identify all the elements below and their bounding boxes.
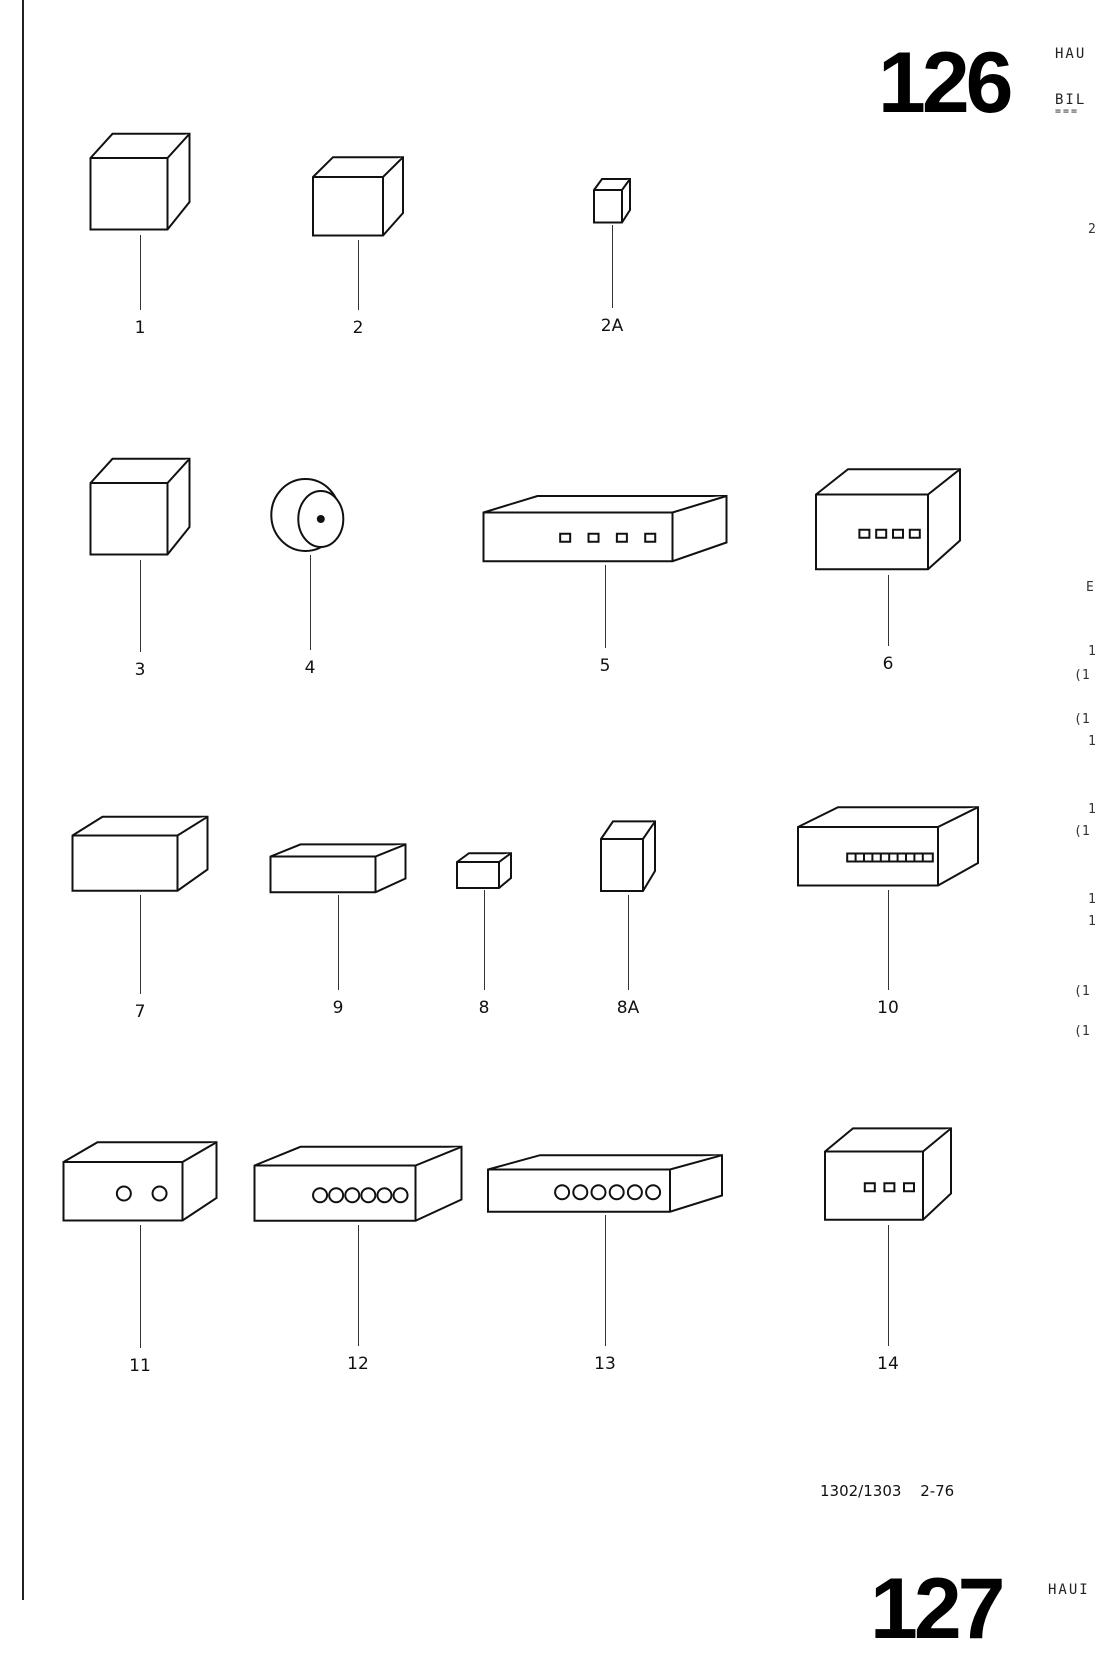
leader-line bbox=[605, 1215, 606, 1346]
part-label: 3 bbox=[134, 660, 146, 680]
leader-line bbox=[888, 575, 889, 646]
leader-line bbox=[310, 555, 311, 650]
part-label: 7 bbox=[134, 1002, 146, 1022]
part-label: 11 bbox=[129, 1356, 151, 1376]
leader-line bbox=[358, 240, 359, 310]
leader-line bbox=[628, 895, 629, 990]
footer-model: 1302/1303 bbox=[820, 1482, 902, 1500]
part-label: 4 bbox=[304, 658, 316, 678]
page-border-line bbox=[22, 0, 24, 1600]
part-label: 9 bbox=[332, 998, 344, 1018]
leader-line bbox=[484, 890, 485, 990]
part-label: 6 bbox=[882, 654, 894, 674]
heading-line-2: BIL bbox=[1055, 92, 1087, 108]
part-label: 2A bbox=[600, 316, 624, 336]
footer-date: 2-76 bbox=[920, 1482, 955, 1500]
leader-line bbox=[888, 1225, 889, 1346]
leader-line bbox=[140, 1225, 141, 1348]
part-label: 1 bbox=[134, 318, 146, 338]
margin-fragment: (1 bbox=[1074, 1024, 1090, 1039]
margin-fragment: (1 bbox=[1074, 712, 1090, 727]
part-label: 12 bbox=[347, 1354, 369, 1374]
part-label: 14 bbox=[877, 1354, 899, 1374]
leader-line bbox=[888, 890, 889, 990]
part-label: 8 bbox=[478, 998, 490, 1018]
margin-fragment: 1 bbox=[1088, 802, 1096, 817]
leader-line bbox=[605, 565, 606, 648]
part-label: 5 bbox=[599, 656, 611, 676]
leader-line bbox=[140, 235, 141, 310]
margin-fragment: 1 bbox=[1088, 734, 1096, 749]
leader-line bbox=[140, 895, 141, 994]
part-label: 10 bbox=[877, 998, 899, 1018]
margin-fragment: (1 bbox=[1074, 984, 1090, 999]
margin-fragment: 1 bbox=[1088, 914, 1096, 929]
heading-line-1: HAU bbox=[1055, 46, 1087, 62]
leader-line bbox=[358, 1225, 359, 1346]
part-label: 2 bbox=[352, 318, 364, 338]
part-label: 8A bbox=[616, 998, 640, 1018]
margin-fragment: 2 bbox=[1088, 222, 1096, 237]
margin-fragment: (1 bbox=[1074, 824, 1090, 839]
margin-fragment: 1 bbox=[1088, 892, 1096, 907]
heading-underline: === bbox=[1055, 106, 1080, 117]
margin-fragment: 1 bbox=[1088, 644, 1096, 659]
next-page-heading: HAUI bbox=[1048, 1582, 1090, 1598]
margin-fragment: E bbox=[1086, 580, 1094, 595]
next-page-number: 127 bbox=[870, 1561, 1005, 1657]
part-label: 13 bbox=[594, 1354, 616, 1374]
page-number: 126 bbox=[878, 35, 1013, 131]
leader-line bbox=[140, 560, 141, 652]
margin-fragment: (1 bbox=[1074, 668, 1090, 683]
leader-line bbox=[612, 225, 613, 308]
footer-reference: 1302/1303 2-76 bbox=[820, 1482, 954, 1500]
leader-line bbox=[338, 895, 339, 990]
